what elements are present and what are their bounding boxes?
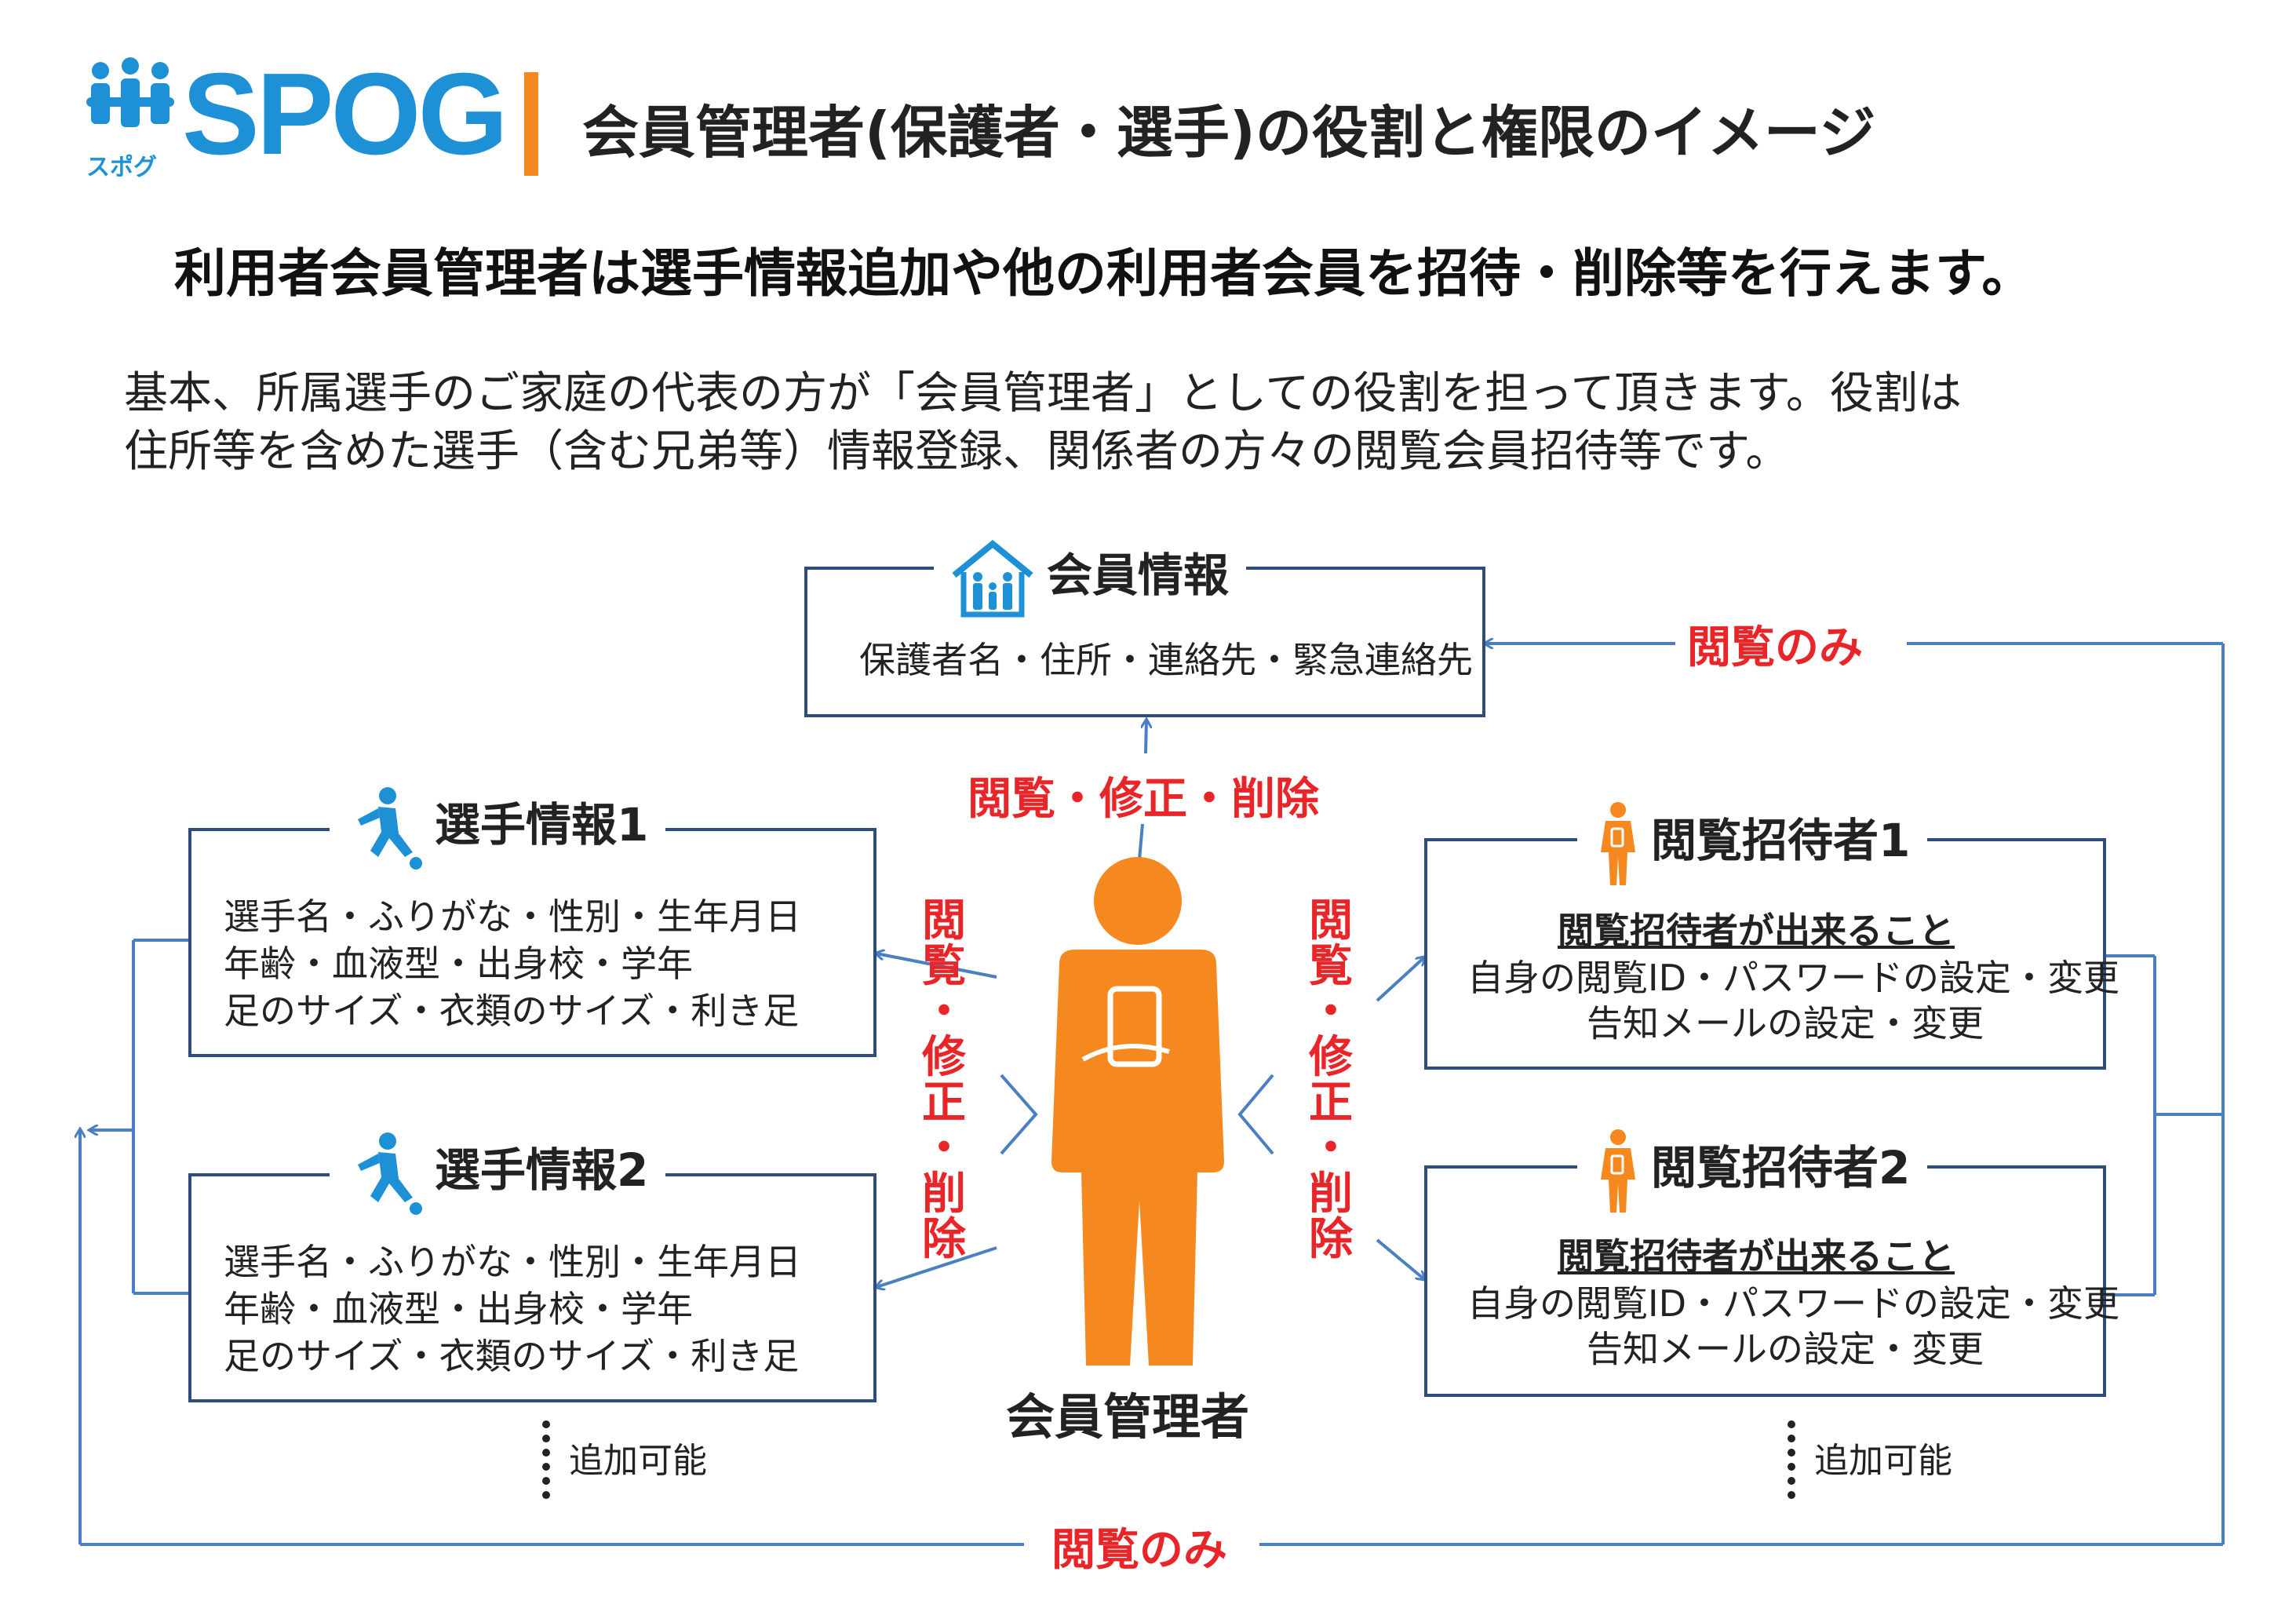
v-left-char: 正 xyxy=(922,1078,966,1129)
invitee-1-line-2: 告知メールの設定・変更 xyxy=(1587,1002,1984,1045)
v-left-char: 修 xyxy=(922,1032,966,1083)
v-right-char: ・ xyxy=(1309,1123,1353,1174)
player-1-line-3: 足のサイズ・衣類のサイズ・利き足 xyxy=(224,990,800,1032)
player-1-line-2: 年齢・血液型・出身校・学年 xyxy=(224,943,693,985)
vertical-label-left: 閲 覧 ・ 修 正 ・ 削 除 xyxy=(920,899,968,1267)
invitee-2-line-1: 自身の閲覧ID・パスワードの設定・変更 xyxy=(1467,1282,2119,1325)
intro-line-1: 基本、所属選手のご家庭の代表の方が「会員管理者」としての役割を担って頂きます。役… xyxy=(124,368,1962,419)
player-2-line-2: 年齢・血液型・出身校・学年 xyxy=(224,1288,693,1330)
v-right-char: ・ xyxy=(1309,986,1353,1037)
label-view-only-bottom: 閲覧のみ xyxy=(1051,1525,1227,1576)
member-info-title: 会員情報 xyxy=(1047,549,1230,602)
person-with-phone-icon xyxy=(1601,802,1635,885)
invitee-title-1: 閲覧招待者1 xyxy=(1651,814,1911,868)
family-house-icon xyxy=(952,539,1033,618)
v-right-char: 閲 xyxy=(1309,895,1353,946)
v-left-char: ・ xyxy=(922,986,966,1037)
headline: 利用者会員管理者は選手情報追加や他の利用者会員を招待・削除等を行えます。 xyxy=(174,243,2034,304)
logo-subtext: スポグ xyxy=(86,154,157,181)
invitee-title-wrap-2: 閲覧招待者2 xyxy=(1577,1128,1928,1214)
label-view-only-top: 閲覧のみ xyxy=(1687,622,1863,673)
admin-person-icon xyxy=(1051,857,1224,1366)
invitee-title-wrap-1: 閲覧招待者1 xyxy=(1577,800,1928,887)
player-1-line-1: 選手名・ふりがな・性別・生年月日 xyxy=(224,895,801,938)
v-right-char: 除 xyxy=(1309,1214,1353,1265)
player-2-line-3: 足のサイズ・衣類のサイズ・利き足 xyxy=(224,1335,800,1377)
player-info-title-wrap-1: 選手情報1 xyxy=(330,785,666,871)
v-right-char: 覧 xyxy=(1309,941,1353,992)
addable-label-invitees: 追加可能 xyxy=(1814,1441,1952,1481)
vertical-label-right: 閲 覧 ・ 修 正 ・ 削 除 xyxy=(1307,899,1354,1267)
soccer-player-icon xyxy=(358,1132,422,1215)
v-left-char: ・ xyxy=(922,1123,966,1174)
soccer-player-icon xyxy=(358,787,422,870)
invitee-1-subtitle: 閲覧招待者が出来ること xyxy=(1558,910,1955,952)
label-view-edit-delete-top: 閲覧・修正・削除 xyxy=(968,774,1319,825)
title-accent-bar xyxy=(524,72,538,176)
v-right-char: 削 xyxy=(1309,1169,1353,1220)
invitee-title-2: 閲覧招待者2 xyxy=(1651,1141,1911,1195)
player-2-line-1: 選手名・ふりがな・性別・生年月日 xyxy=(224,1241,801,1283)
team-logo-icon xyxy=(86,57,174,127)
page-title: 会員管理者(保護者・選手)の役割と権限のイメージ xyxy=(582,100,1876,166)
invitee-2-line-2: 告知メールの設定・変更 xyxy=(1587,1328,1984,1370)
admin-label: 会員管理者 xyxy=(1006,1388,1250,1446)
v-left-char: 閲 xyxy=(922,895,966,946)
intro-line-2: 住所等を含めた選手（含む兄弟等）情報登録、関係者の方々の閲覧会員招待等です。 xyxy=(124,426,1790,477)
member-info-title-wrap: 会員情報 xyxy=(934,538,1247,618)
v-right-char: 正 xyxy=(1309,1078,1353,1129)
invitee-1-line-1: 自身の閲覧ID・パスワードの設定・変更 xyxy=(1467,957,2119,999)
logo-wordmark: SPOG xyxy=(182,49,508,179)
v-left-char: 覧 xyxy=(922,941,966,992)
player-info-title-1: 選手情報1 xyxy=(435,798,649,852)
invitee-2-subtitle: 閲覧招待者が出来ること xyxy=(1558,1235,1955,1278)
member-info-body: 保護者名・住所・連絡先・緊急連絡先 xyxy=(859,639,1473,681)
player-info-title-2: 選手情報2 xyxy=(435,1143,649,1198)
v-right-char: 修 xyxy=(1309,1032,1353,1083)
player-info-title-wrap-2: 選手情報2 xyxy=(330,1130,666,1216)
person-with-phone-icon xyxy=(1601,1129,1635,1212)
v-left-char: 除 xyxy=(922,1214,966,1265)
addable-label-players: 追加可能 xyxy=(569,1441,707,1481)
v-left-char: 削 xyxy=(922,1169,966,1220)
